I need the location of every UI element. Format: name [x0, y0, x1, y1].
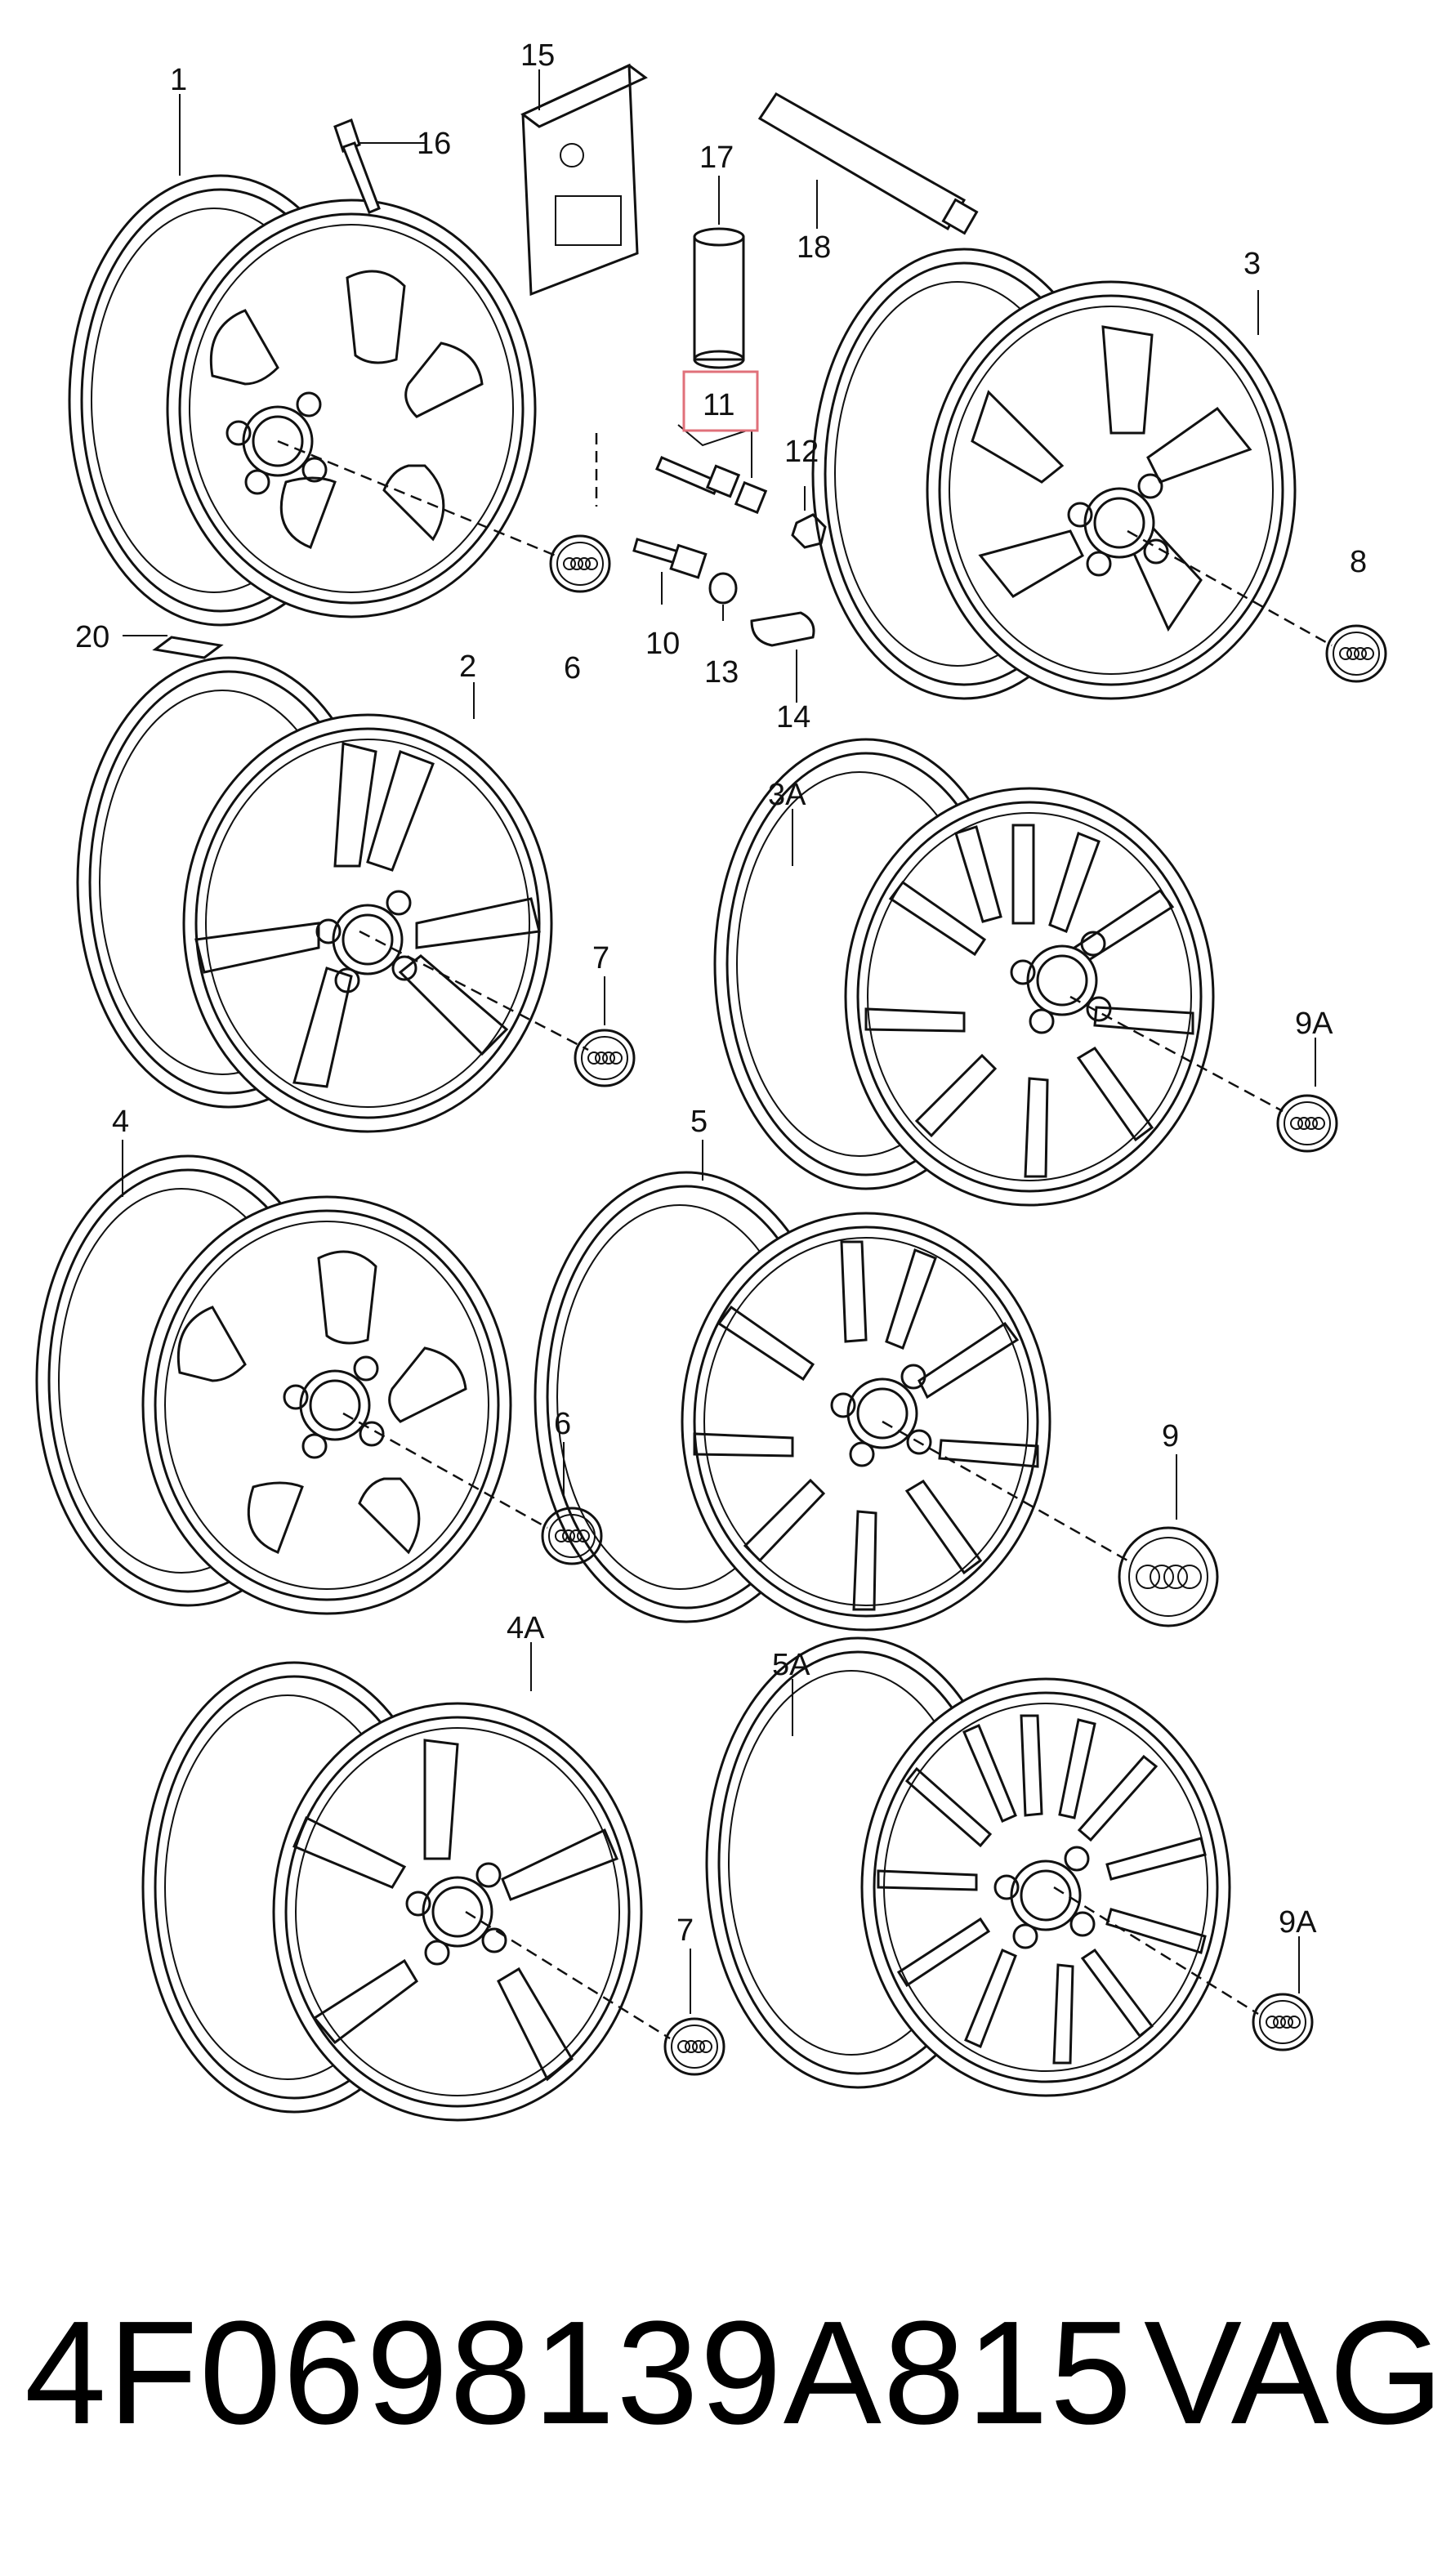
- center-cap-6: [549, 534, 611, 593]
- callout-2: 2: [459, 650, 476, 684]
- valve-stem-16: [333, 118, 425, 214]
- wheel-4: [35, 1154, 512, 1615]
- callout-12: 12: [784, 435, 819, 469]
- bolt-10: [632, 538, 708, 579]
- wheel-4a: [141, 1661, 643, 2122]
- paste-tube-18: [757, 92, 979, 235]
- callout-5a: 5A: [772, 1648, 810, 1682]
- callout-4a: 4A: [507, 1611, 545, 1645]
- wheel-5: [534, 1171, 1051, 1632]
- callout-8: 8: [1350, 545, 1367, 579]
- callout-20: 20: [75, 620, 109, 654]
- wheel-3: [811, 248, 1297, 700]
- center-cap-8: [1325, 624, 1387, 683]
- grease-17: [693, 227, 745, 369]
- callout-14: 14: [776, 700, 810, 734]
- lock-bolt-set-15: [520, 63, 648, 297]
- callout-9a-a: 9A: [1295, 1007, 1333, 1041]
- callout-13: 13: [704, 655, 739, 690]
- callout-1: 1: [170, 63, 187, 97]
- callout-7b: 7: [676, 1913, 694, 1948]
- center-cap-7b: [663, 2017, 726, 2076]
- callout-6a: 6: [564, 651, 581, 685]
- wheel-2: [76, 656, 553, 1133]
- callout-17: 17: [699, 141, 734, 175]
- part-number: 4F0698139A815: [25, 2291, 1134, 2455]
- callout-3a: 3A: [768, 778, 806, 812]
- wheel-5a: [705, 1636, 1231, 2097]
- sticker-20: [152, 636, 224, 659]
- brand-label: VAG: [1144, 2291, 1444, 2455]
- callout-labels: 1 2 3 3A 4 4A 5 5A 6 6 7 7 8 9 9A 9A 10 …: [75, 38, 1367, 1948]
- callout-10: 10: [645, 627, 680, 661]
- tool-14: [750, 611, 815, 647]
- callout-9: 9: [1162, 1419, 1179, 1453]
- callout-4: 4: [112, 1105, 129, 1139]
- callout-6b: 6: [554, 1407, 571, 1441]
- center-cap-9a-b: [1252, 1993, 1314, 2051]
- highlight-box-11: [682, 370, 759, 432]
- wheel-1: [68, 174, 537, 627]
- callout-15: 15: [520, 38, 555, 73]
- callout-18: 18: [797, 230, 831, 265]
- center-cap-7a: [574, 1029, 636, 1087]
- center-cap-9: [1118, 1526, 1219, 1627]
- callout-3: 3: [1243, 247, 1261, 281]
- callout-11: 11: [703, 388, 734, 422]
- callout-9a-b: 9A: [1279, 1905, 1317, 1940]
- center-cap-9a: [1276, 1094, 1338, 1153]
- callout-7a: 7: [592, 941, 609, 975]
- callout-5: 5: [690, 1105, 708, 1139]
- cap-13: [708, 572, 738, 605]
- callout-16: 16: [417, 127, 451, 161]
- bolt-11: [655, 456, 768, 515]
- wheel-3a: [713, 738, 1215, 1207]
